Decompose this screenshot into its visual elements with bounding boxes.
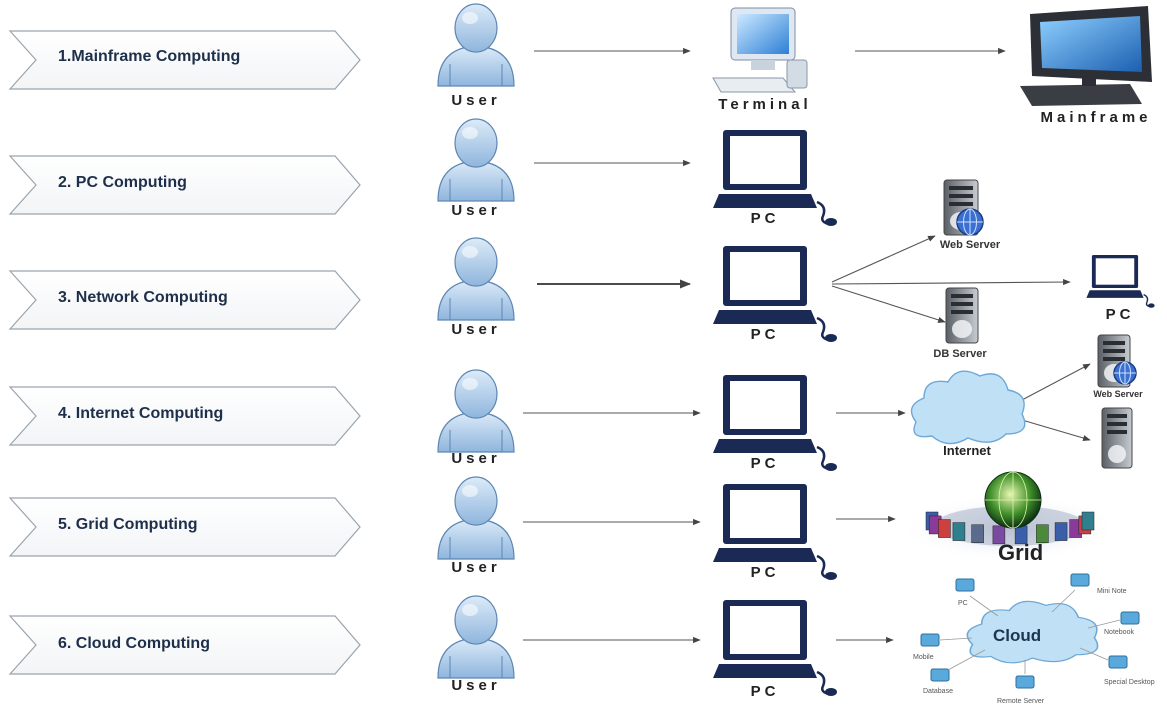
stage-label-pc: 2. PC Computing: [58, 174, 187, 191]
user-label: User: [451, 92, 501, 109]
cloud-node-database-label: Database: [923, 688, 953, 695]
cloud-node-pc-label: PC: [958, 600, 968, 607]
user-icon: [437, 476, 515, 560]
web-server-label: Web Server: [939, 239, 1001, 251]
user-label: User: [451, 677, 501, 694]
stage-chevron: [8, 497, 361, 557]
stage-chevron: [8, 615, 361, 675]
internet-cloud-icon: [910, 370, 1026, 445]
user-icon: [437, 3, 515, 87]
pc-icon: [713, 484, 837, 580]
pc-icon: [713, 600, 837, 696]
cloud-node-mobile-label: Mobile: [913, 654, 934, 661]
grid-label: Grid: [998, 540, 1044, 565]
internet-label: Internet: [943, 443, 991, 458]
user-icon: [437, 595, 515, 679]
terminal-label: Terminal: [718, 96, 812, 113]
cloud-node-special-desktop-label: Special Desktop: [1104, 679, 1155, 686]
pc-icon: [713, 375, 837, 471]
stage-chevron: [8, 30, 361, 90]
cloud-node-remote-server-label: Remote Server: [997, 698, 1045, 705]
web-server-label: Web Server: [1093, 389, 1143, 399]
db-server-label: DB Server: [933, 348, 987, 360]
user-icon: [437, 369, 515, 453]
pc-icon: [713, 246, 837, 342]
grid-icon: [900, 471, 1120, 562]
server-icon: [945, 287, 979, 344]
pc-label: PC: [750, 564, 780, 581]
cloud-label: Cloud: [993, 626, 1042, 645]
cloud-node-mininote-label: Mini Note: [1097, 588, 1127, 595]
user-icon: [437, 118, 515, 202]
server-icon: [1101, 407, 1133, 469]
user-icon: [437, 237, 515, 321]
connector-arrows: [523, 47, 1091, 644]
user-label: User: [451, 321, 501, 338]
pc-icon: [713, 130, 837, 226]
stage-label-grid: 5. Grid Computing: [58, 516, 198, 533]
device-icons: [437, 3, 1155, 696]
mainframe-icon: [1020, 6, 1152, 106]
pc-label: PC: [750, 210, 780, 227]
pc-label: PC: [750, 683, 780, 700]
connector-arrow: [831, 235, 936, 283]
terminal-icon: [712, 7, 808, 93]
stage-label-mainframe: 1.Mainframe Computing: [58, 48, 241, 65]
pc-icon: [1086, 255, 1155, 308]
pc-label: PC: [1105, 306, 1135, 323]
mainframe-label: Mainframe: [1040, 109, 1152, 126]
globe-icon: [956, 208, 984, 236]
stage-label-cloud: 6. Cloud Computing: [58, 635, 210, 652]
user-label: User: [451, 559, 501, 576]
stage-label-internet: 4. Internet Computing: [58, 405, 224, 422]
user-label: User: [451, 450, 501, 467]
connector-arrow: [831, 285, 946, 323]
stage-chevrons: [8, 30, 361, 675]
cloud-node-notebook-label: Notebook: [1104, 629, 1134, 636]
stage-chevron: [8, 155, 361, 215]
pc-label: PC: [750, 455, 780, 472]
cloud-nodes: [920, 573, 1140, 689]
stage-chevron: [8, 386, 361, 446]
globe-icon: [1113, 361, 1137, 385]
connector-arrow: [1021, 363, 1091, 401]
connector-arrow: [831, 278, 1071, 286]
connector-arrow: [1021, 419, 1091, 441]
user-label: User: [451, 202, 501, 219]
pc-label: PC: [750, 326, 780, 343]
cloud-icon: [966, 600, 1099, 664]
stage-chevron: [8, 270, 361, 330]
stage-label-network: 3. Network Computing: [58, 289, 228, 306]
